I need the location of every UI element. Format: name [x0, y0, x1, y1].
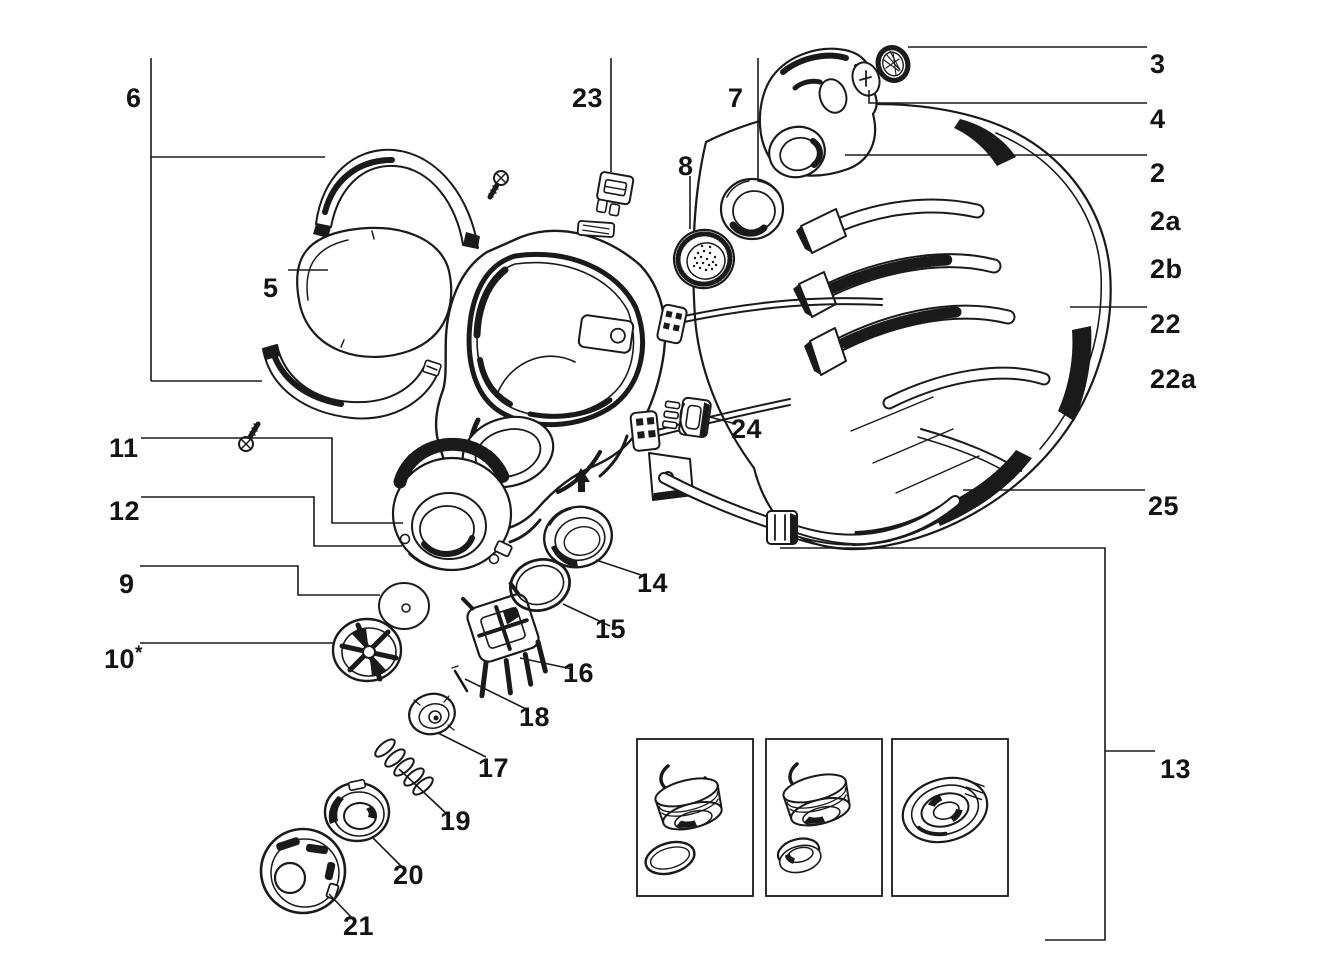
head-harness [692, 102, 1112, 551]
connector-variant-box-3 [891, 738, 1009, 897]
leader-line-19 [398, 768, 451, 818]
callout-23: 23 [572, 83, 603, 113]
chin-clamp-connector [391, 437, 513, 572]
threaded-ring [543, 505, 613, 569]
leader-line-20 [371, 836, 403, 868]
speech-diaphragm [672, 228, 736, 290]
valve-cover-spider [331, 617, 403, 683]
callout-4: 4 [1150, 104, 1166, 134]
leader-line-24 [705, 415, 737, 425]
exhalation-valve-cover-cap [259, 827, 347, 915]
leader-line-14 [595, 559, 645, 577]
callout-19: 19 [440, 806, 471, 836]
inhalation-valve-disc [851, 61, 881, 97]
callout-14: 14 [637, 568, 668, 598]
callout-21: 21 [343, 911, 374, 941]
leader-line-17 [437, 732, 487, 758]
frame-screw-top [487, 170, 509, 200]
harness-lower-straps [850, 366, 1051, 522]
callout-22: 22 [1150, 309, 1181, 339]
valve-seat-ring [323, 778, 391, 843]
orientation-arrow [573, 468, 590, 492]
valve-spring [374, 738, 434, 796]
callout-22a: 22a [1150, 364, 1197, 394]
leader-line-11 [141, 437, 403, 524]
valve-carrier [461, 581, 548, 699]
callout-6: 6 [126, 83, 142, 113]
strap-buckle-part [661, 396, 712, 439]
leader-line-16 [519, 657, 573, 670]
exhalation-valve-disc [408, 692, 456, 736]
inner-mask-nose-cup [758, 47, 878, 179]
neck-strap-buckle [766, 510, 798, 545]
leader-line-9 [140, 565, 380, 596]
connector-variant-3 [901, 776, 989, 844]
valve-cover-disc [875, 45, 911, 83]
visor-frame-top-rail [313, 148, 480, 249]
visor-lens [296, 226, 453, 359]
connector-variant-2 [776, 762, 851, 874]
mask-side-buckle-upper [656, 303, 688, 345]
inner-mask-port-ring [719, 177, 785, 241]
callout-13: 13 [1160, 754, 1191, 784]
callout-20: 20 [393, 860, 424, 890]
harness-crown-strap [796, 198, 985, 254]
harness-serrated-strap-lower [804, 304, 1016, 376]
leader-line-18 [464, 678, 527, 710]
callout-2: 2 [1150, 158, 1166, 188]
callout-25: 25 [1148, 491, 1179, 521]
leader-line-15 [562, 603, 611, 627]
callout-2b: 2b [1150, 254, 1183, 284]
mask-side-buckle-lower [629, 410, 661, 452]
mask-top-tab [576, 220, 616, 238]
connector-variant-1 [644, 764, 723, 876]
frame-screw-bottom [238, 421, 261, 452]
forehead-strap-buckle [595, 171, 635, 217]
callout-2a: 2a [1150, 206, 1182, 236]
callout-5: 5 [263, 273, 279, 303]
flat-gasket [378, 582, 430, 630]
visor-frame-bottom-rail [262, 344, 442, 420]
callout-16: 16 [563, 658, 594, 688]
connector-variant-box-2 [765, 738, 883, 897]
leader-line-21 [328, 893, 354, 920]
callout-17: 17 [478, 753, 509, 783]
callout-7: 7 [728, 83, 744, 113]
inset-boxes [636, 738, 1009, 897]
callout-24: 24 [731, 414, 762, 444]
valve-pin [451, 665, 469, 693]
callout-3: 3 [1150, 49, 1166, 79]
leader-line-4 [868, 90, 1147, 104]
callout-8: 8 [678, 151, 694, 181]
frame-clamp-screw-head [422, 359, 442, 377]
connector-variant-box-1 [636, 738, 754, 897]
callout-10*: 10* [104, 643, 143, 674]
neck-strap [648, 452, 961, 550]
leader-lines [140, 46, 1155, 941]
callout-15: 15 [595, 614, 626, 644]
callout-9: 9 [119, 569, 135, 599]
callout-12: 12 [109, 496, 140, 526]
callout-11: 11 [109, 433, 139, 463]
leader-line-13 [780, 547, 1106, 941]
callout-18: 18 [519, 702, 550, 732]
o-ring [509, 558, 571, 612]
visor-latch-plate [577, 314, 635, 354]
leader-line-12 [141, 496, 402, 547]
